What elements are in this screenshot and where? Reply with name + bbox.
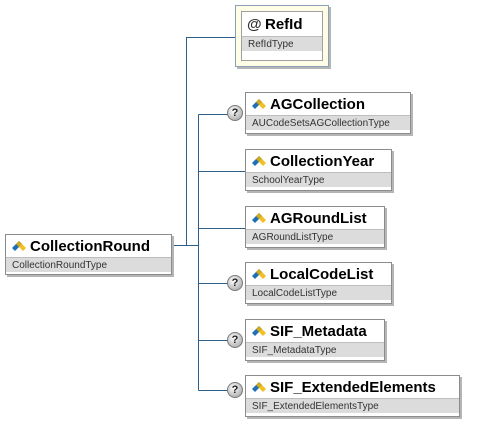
element-name: SIF_Metadata — [270, 322, 367, 340]
element-type: AGRoundListType — [246, 229, 384, 244]
element-name: AGCollection — [270, 95, 366, 113]
element-icon — [12, 241, 26, 251]
element-icon — [252, 382, 266, 392]
root-to-attribute-connector — [172, 37, 235, 246]
at-icon: @ — [247, 15, 262, 33]
element-name: CollectionRound — [30, 237, 150, 255]
element-node-agroundlist[interactable]: AGRoundList AGRoundListType — [245, 206, 385, 248]
element-icon — [252, 99, 266, 109]
element-name: LocalCodeList — [270, 265, 374, 283]
optional-badge: ? — [227, 275, 243, 291]
element-name: SIF_ExtendedElements — [270, 378, 436, 396]
optional-badge: ? — [227, 105, 243, 121]
element-type: LocalCodeListType — [246, 285, 391, 300]
optional-badge: ? — [227, 332, 243, 348]
element-node-collectionyear[interactable]: CollectionYear SchoolYearType — [245, 149, 392, 191]
element-name: AGRoundList — [270, 209, 367, 227]
element-type: AUCodeSetsAGCollectionType — [246, 115, 410, 130]
element-type: SchoolYearType — [246, 172, 391, 187]
element-node-sif-extendedelements[interactable]: SIF_ExtendedElements SIF_ExtendedElement… — [245, 375, 460, 417]
element-name: CollectionYear — [270, 152, 375, 170]
element-type: SIF_MetadataType — [246, 342, 384, 357]
root-element-node[interactable]: CollectionRound CollectionRoundType — [5, 234, 172, 275]
element-node-agcollection[interactable]: AGCollection AUCodeSetsAGCollectionType — [245, 92, 411, 134]
element-icon — [252, 326, 266, 336]
element-node-localcodelist[interactable]: LocalCodeList LocalCodeListType — [245, 262, 392, 304]
element-icon — [252, 269, 266, 279]
element-type: SIF_ExtendedElementsType — [246, 398, 459, 413]
attribute-node-refid[interactable]: @ RefId RefIdType — [235, 5, 329, 67]
attribute-name: RefId — [265, 15, 303, 33]
attribute-type: RefIdType — [242, 36, 322, 51]
optional-badge: ? — [227, 382, 243, 398]
element-type: CollectionRoundType — [6, 257, 171, 272]
element-icon — [252, 213, 266, 223]
element-node-sif-metadata[interactable]: SIF_Metadata SIF_MetadataType — [245, 319, 385, 361]
element-icon — [252, 156, 266, 166]
